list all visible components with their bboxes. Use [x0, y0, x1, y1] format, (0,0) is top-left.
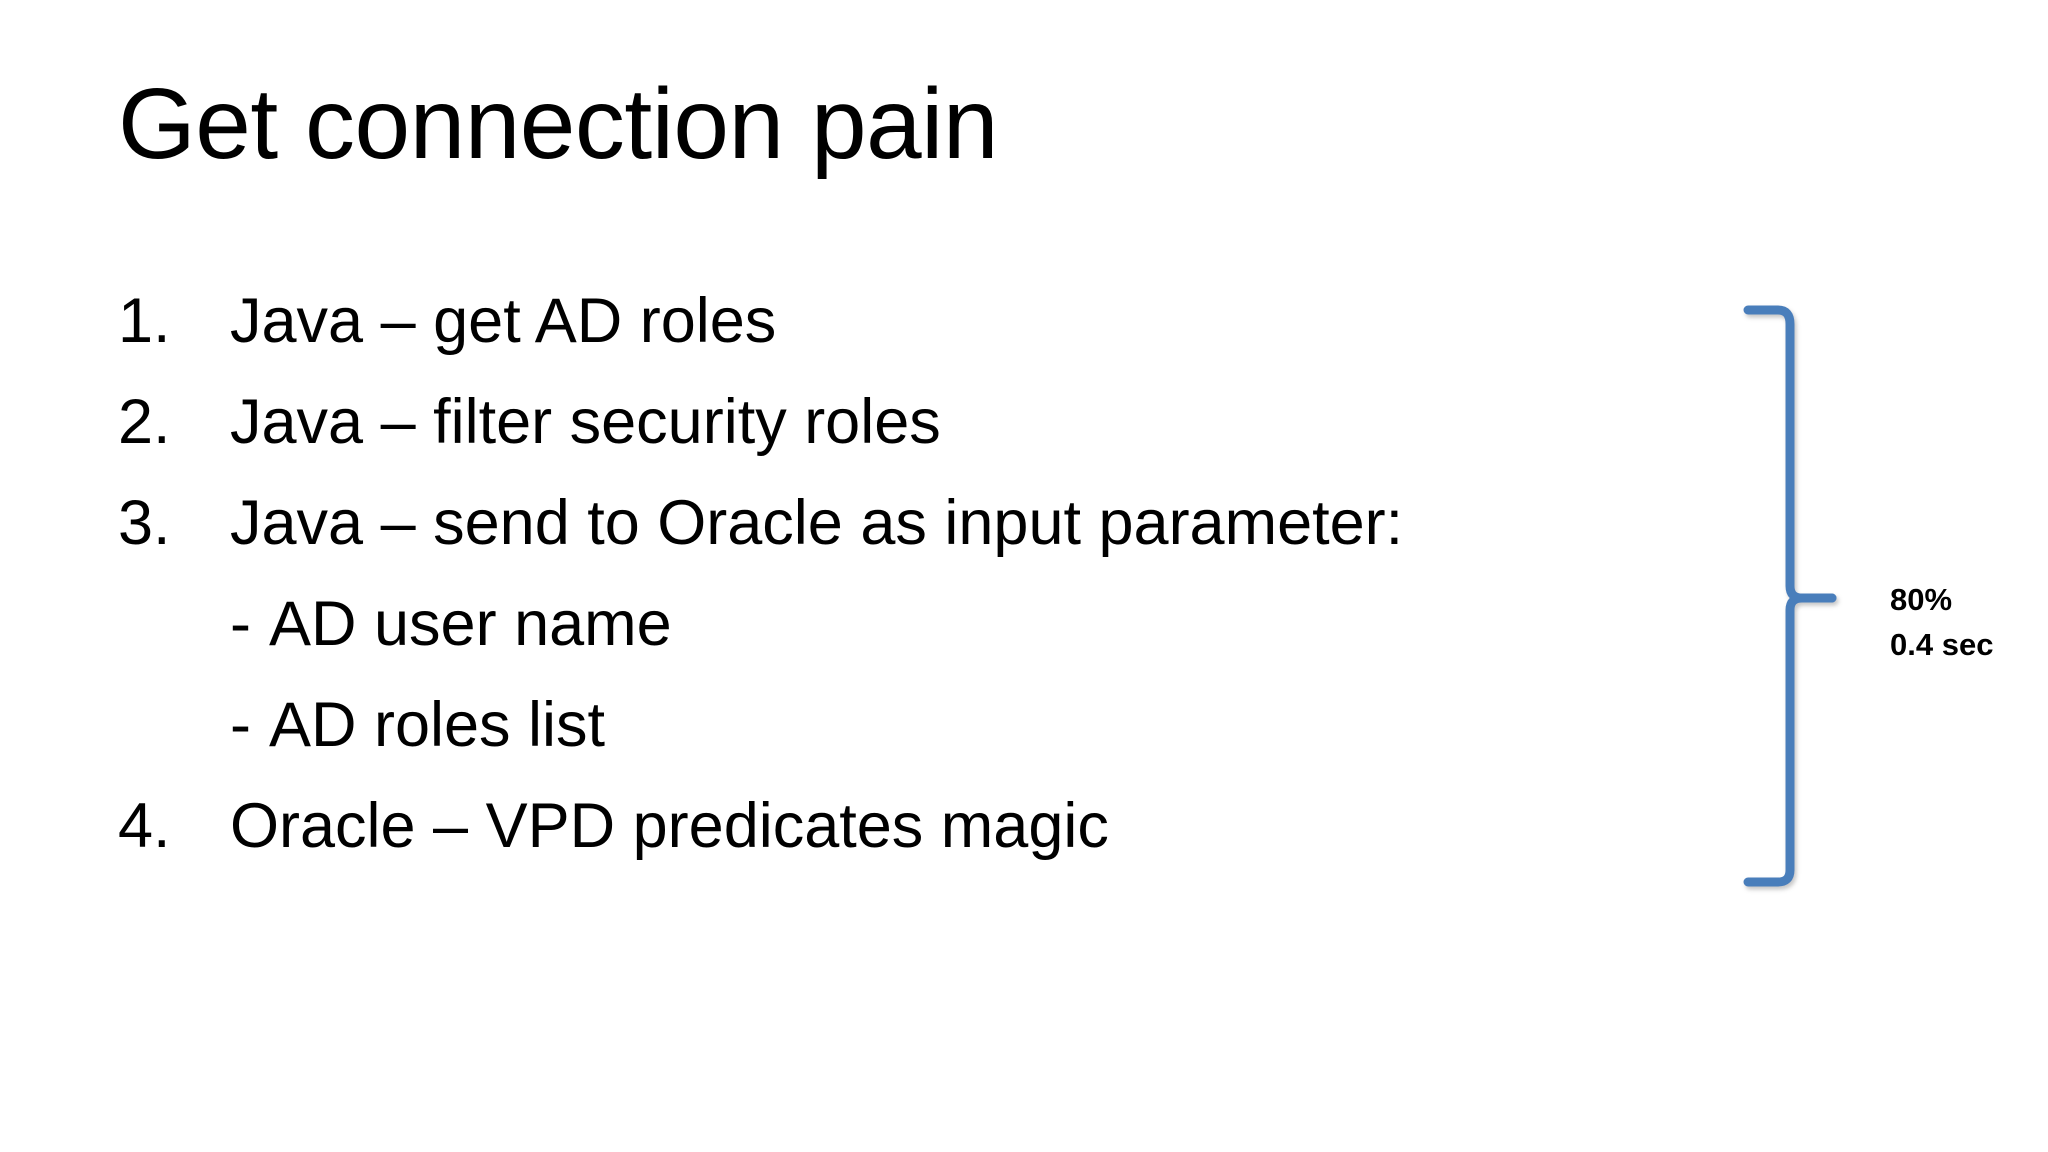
list-text-4: Oracle – VPD predicates magic	[230, 791, 1109, 861]
sub-item-ad-user-name: - AD user name	[230, 593, 1778, 656]
slide-body-list: 1. Java – get AD roles 2. Java – filter …	[118, 290, 1778, 896]
annotation-duration: 0.4 sec	[1890, 626, 1994, 662]
list-item-1: 1. Java – get AD roles	[118, 290, 1778, 353]
sub-item-dash-1: -	[230, 589, 251, 659]
slide-title: Get connection pain	[118, 68, 999, 180]
list-marker-1: 1.	[118, 286, 171, 356]
list-marker-4: 4.	[118, 791, 171, 861]
list-text-1: Java – get AD roles	[230, 286, 777, 356]
list-marker-3: 3.	[118, 488, 171, 558]
sub-item-text-1: AD user name	[268, 589, 672, 659]
sub-item-ad-roles-list: - AD roles list	[230, 694, 1778, 757]
list-item-3: 3. Java – send to Oracle as input parame…	[118, 492, 1778, 555]
brace-annotation: 80% 0.4 sec	[1890, 578, 2048, 668]
sub-item-dash-2: -	[230, 690, 251, 760]
list-text-3: Java – send to Oracle as input parameter…	[230, 488, 1404, 558]
list-text-2: Java – filter security roles	[230, 387, 941, 457]
list-item-2: 2. Java – filter security roles	[118, 391, 1778, 454]
list-marker-2: 2.	[118, 387, 171, 457]
list-item-4: 4. Oracle – VPD predicates magic	[118, 795, 1778, 858]
sub-item-text-2: AD roles list	[268, 690, 606, 760]
annotation-percent: 80%	[1890, 582, 1953, 617]
